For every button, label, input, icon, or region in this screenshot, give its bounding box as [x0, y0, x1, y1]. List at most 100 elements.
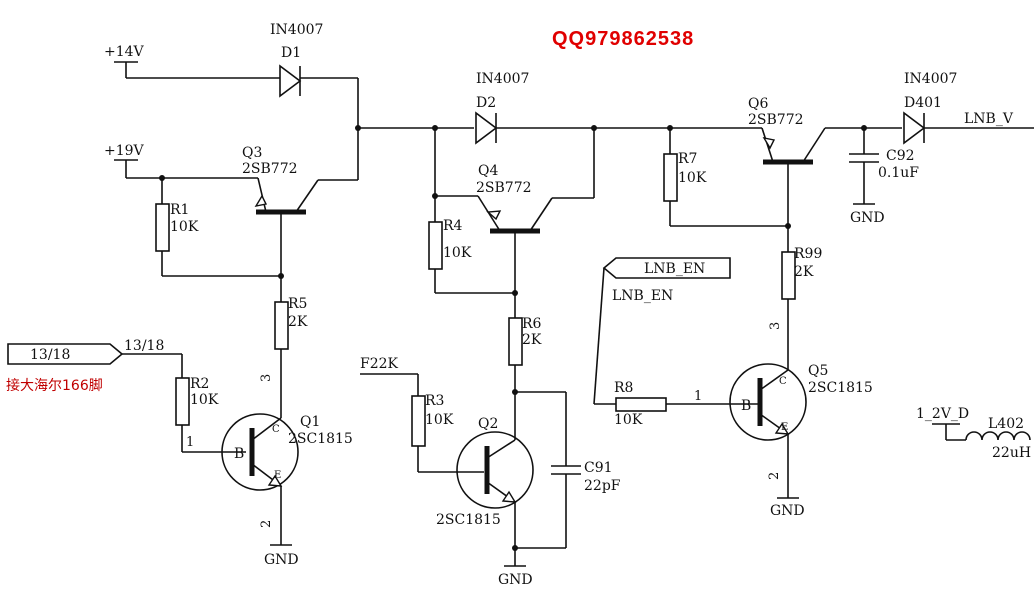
gnd-q1: GND: [264, 544, 299, 568]
r5-ref: R5: [288, 296, 307, 312]
gnd-q5: GND: [770, 497, 805, 519]
q2-value: 2SC1815: [436, 512, 501, 528]
r4-ref: R4: [443, 218, 463, 234]
c92-ref: C92: [886, 148, 915, 164]
q1-ref: Q1: [300, 414, 320, 430]
transistor-q2: Q2 2SC1815: [436, 416, 534, 548]
transistor-q1: B C E Q1 2SC1815 2: [221, 413, 353, 545]
v19-label: +19V: [104, 143, 145, 159]
q3-value: 2SB772: [242, 161, 298, 177]
q5-pin2: 2: [767, 472, 782, 480]
gnd-q1-label: GND: [264, 552, 299, 568]
q5-base-pin: B: [741, 398, 751, 414]
d1-value: IN4007: [270, 22, 323, 38]
r2-pin1: 1: [186, 435, 194, 450]
r6-value: 2K: [522, 332, 542, 348]
note-text: 接大海尔166脚: [6, 377, 103, 394]
sel1318-net-label: 13/18: [124, 338, 164, 354]
f22k-label: F22K: [360, 356, 399, 372]
d2-ref: D2: [476, 95, 496, 111]
q1-emitter-pin: E: [274, 470, 281, 481]
l402-value: 22uH: [992, 445, 1031, 461]
q1-value: 2SC1815: [288, 431, 353, 447]
c91-ref: C91: [584, 460, 613, 476]
watermark-text: QQ979862538: [552, 28, 694, 50]
lnb-en-port-label: LNB_EN: [644, 261, 705, 277]
resistor-r8: R8 10K 1: [594, 380, 760, 428]
resistor-r3: R3 10K: [411, 393, 454, 472]
r8-ref: R8: [614, 380, 633, 396]
r99-pin3: 3: [768, 322, 783, 330]
q1-pin2: 2: [259, 520, 274, 528]
q5-value: 2SC1815: [808, 380, 873, 396]
q5-collector-pin: C: [779, 376, 787, 387]
transistor-q3: Q3 2SB772: [242, 145, 358, 276]
q1-collector-pin: C: [272, 424, 280, 435]
transistor-q6: Q6 2SB772: [748, 96, 826, 252]
capacitor-c92: C92 0.1uF GND: [849, 128, 919, 226]
q6-value: 2SB772: [748, 112, 804, 128]
d1-ref: D1: [281, 45, 301, 61]
gnd-q5-label: GND: [770, 503, 805, 519]
q4-value: 2SB772: [476, 180, 532, 196]
capacitor-c91: C91 22pF: [551, 392, 621, 548]
r3-ref: R3: [425, 393, 444, 409]
r7-ref: R7: [678, 151, 697, 167]
q5-emitter-pin: E: [781, 422, 788, 433]
v14-label: +14V: [104, 44, 145, 60]
r5-value: 2K: [288, 314, 308, 330]
lnb-en-port: LNB_EN LNB_EN: [593, 257, 731, 405]
r99-ref: R99: [794, 246, 822, 262]
r8-value: 10K: [614, 412, 643, 428]
r7-value: 10K: [678, 170, 707, 186]
q2-ref: Q2: [478, 416, 498, 432]
r4-value: 10K: [443, 245, 472, 261]
d401-value: IN4007: [904, 71, 957, 87]
diode-d1: IN4007 D1: [270, 22, 323, 98]
r1-value: 10K: [170, 219, 199, 235]
v19-supply: +19V: [104, 143, 258, 179]
r6-ref: R6: [522, 316, 542, 332]
gnd-q2-label: GND: [498, 572, 533, 588]
d2-value: IN4007: [476, 71, 529, 87]
resistor-r7: R7 10K: [663, 128, 707, 226]
q1-base-pin: B: [234, 446, 244, 462]
transistor-q5: B C E Q5 2SC1815 2: [729, 363, 873, 498]
r1-ref: R1: [170, 202, 189, 218]
q6-ref: Q6: [748, 96, 768, 112]
q3-ref: Q3: [242, 145, 262, 161]
sel1318-port-label: 13/18: [30, 347, 70, 363]
resistor-r2: R2 10K 1: [175, 354, 219, 452]
inductor-l402: L402 22uH: [965, 416, 1031, 461]
sel1318-port: 13/18 13/18: [7, 338, 182, 365]
r3-value: 10K: [425, 412, 454, 428]
c91-value: 22pF: [584, 478, 621, 494]
lnb-en-net-label: LNB_EN: [612, 288, 673, 304]
r8-pin1: 1: [694, 389, 702, 404]
gnd-q2: GND: [498, 565, 533, 588]
r2-value: 10K: [190, 392, 219, 408]
resistor-r5: R5 2K 3: [259, 276, 308, 418]
v1-2-label: 1_2V_D: [916, 406, 969, 422]
diode-d2: IN4007 D2: [475, 71, 529, 145]
d401-ref: D401: [904, 95, 942, 111]
resistor-r1: R1 10K: [155, 178, 199, 276]
diode-d401: IN4007 D401: [903, 71, 957, 145]
l402-ref: L402: [988, 416, 1024, 432]
lnb-v-label: LNB_V: [964, 111, 1014, 127]
r2-ref: R2: [190, 376, 209, 392]
resistor-r99: R99 2K 3: [768, 246, 822, 370]
q4-ref: Q4: [478, 163, 498, 179]
v1-2-supply: 1_2V_D: [916, 406, 969, 441]
v14-supply: +14V: [104, 44, 280, 79]
r5-pin3: 3: [259, 374, 274, 382]
q5-ref: Q5: [808, 363, 828, 379]
gnd-c92-label: GND: [850, 210, 885, 226]
f22k-input: F22K: [360, 356, 419, 396]
r99-value: 2K: [794, 264, 814, 280]
c92-value: 0.1uF: [878, 165, 919, 181]
resistor-r4: R4 10K: [428, 196, 472, 293]
resistor-r6: R6 2K: [508, 293, 542, 440]
transistor-q4: Q4 2SB772: [476, 163, 594, 293]
